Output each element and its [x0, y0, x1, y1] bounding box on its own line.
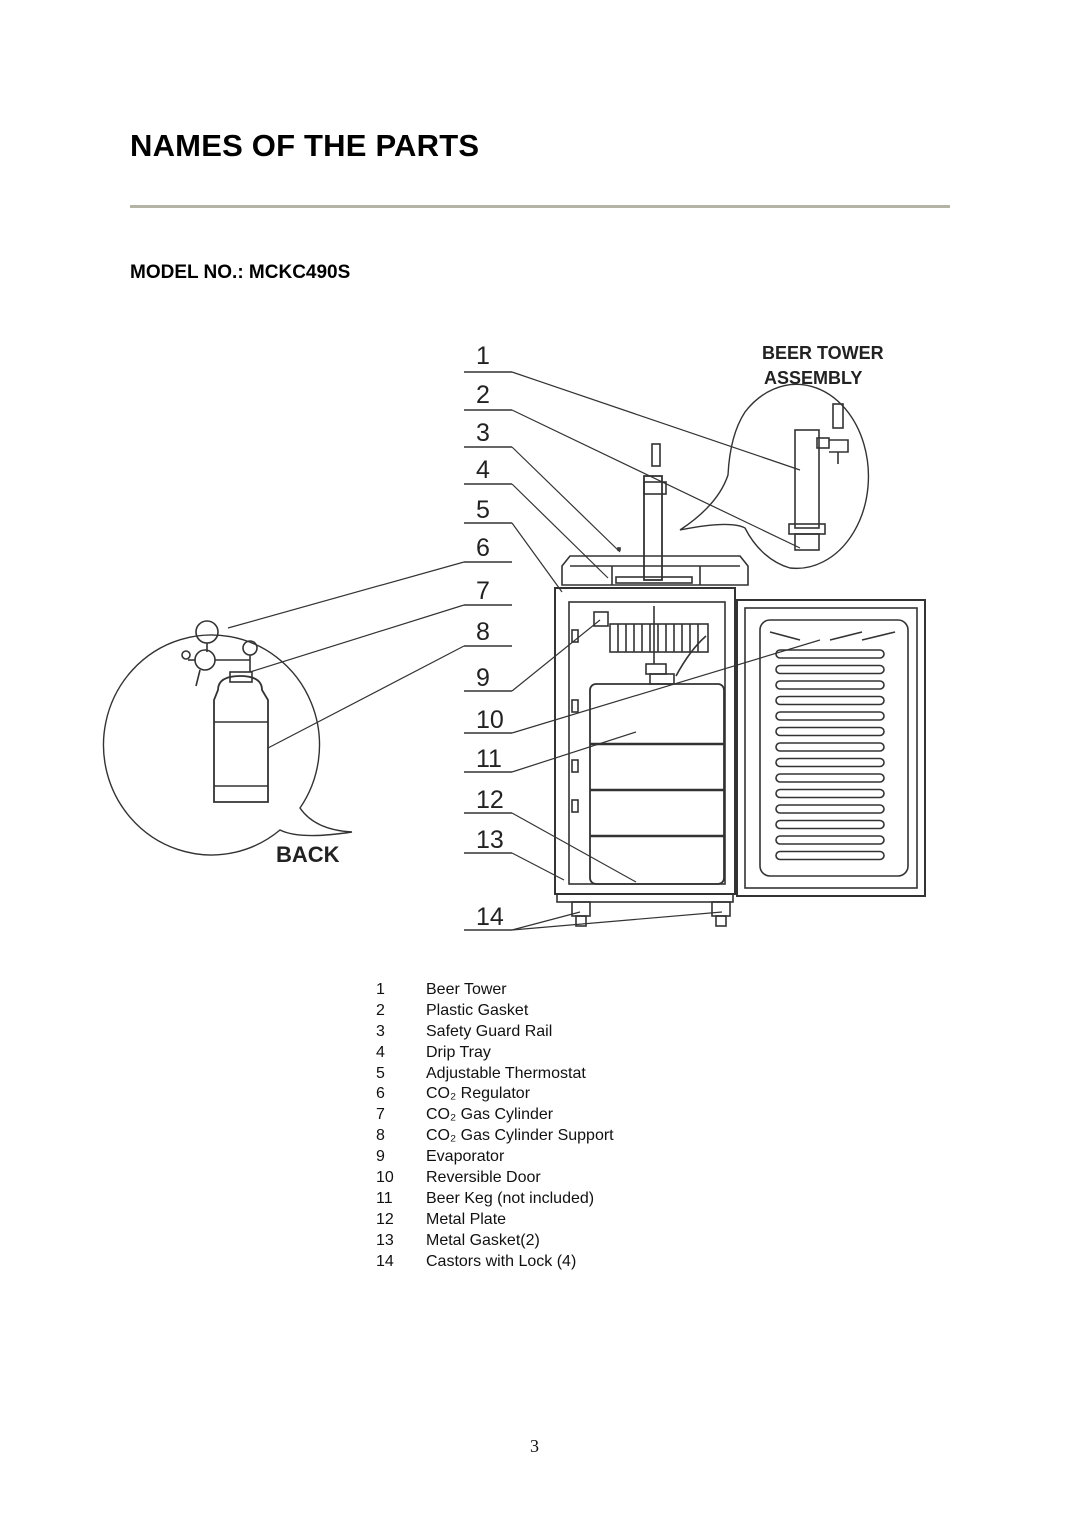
part-name: CO₂ Regulator: [426, 1085, 531, 1103]
part-number: 3: [476, 419, 490, 447]
parts-list-item: 10 Reversible Door: [376, 1168, 614, 1189]
beer-tower-callout-line1: BEER TOWER: [762, 343, 884, 363]
part-number: 13: [376, 1231, 394, 1249]
part-number: 12: [476, 786, 504, 814]
part-name: Adjustable Thermostat: [426, 1064, 586, 1082]
reversible-door: [736, 599, 926, 897]
part-number: 14: [376, 1252, 394, 1270]
part-name: Castors with Lock (4): [426, 1252, 577, 1270]
door-shelf-slot: [775, 850, 885, 861]
part-numbers: 1 2 3 4 5 6 7 8 9 10 11 12 13 14: [476, 342, 504, 931]
part-number: 9: [476, 664, 490, 692]
part-number: 11: [476, 745, 502, 773]
part-number: 6: [376, 1085, 385, 1103]
door-shelf-slot: [775, 726, 885, 737]
page-number: 3: [530, 1436, 539, 1456]
part-number: 4: [476, 456, 490, 484]
kegerator-cabinet: [554, 443, 749, 927]
door-shelf-slot: [775, 742, 885, 752]
part-name: Metal Plate: [426, 1210, 507, 1228]
part-name: CO₂ Gas Cylinder: [426, 1106, 554, 1124]
door-shelf-slot: [775, 695, 885, 706]
part-number: 1: [476, 342, 490, 370]
part-number: 1: [376, 981, 385, 998]
parts-list-item: 9 Evaporator: [376, 1147, 614, 1168]
page-title: NAMES OF THE PARTS: [130, 128, 480, 163]
number-underlines: [464, 371, 512, 931]
door-shelf-slot: [775, 664, 885, 675]
tower-callout-bubble: [679, 383, 870, 570]
part-number: 7: [476, 577, 490, 605]
part-number: 9: [376, 1148, 385, 1166]
parts-list-item: 5 Adjustable Thermostat: [376, 1064, 614, 1085]
part-number: 2: [376, 1001, 385, 1019]
door-shelf-slot: [775, 711, 885, 721]
part-number: 13: [476, 826, 504, 854]
parts-list-item: 4 Drip Tray: [376, 1043, 614, 1064]
part-number: 10: [476, 706, 504, 734]
part-name: Beer Tower: [426, 981, 507, 998]
part-number: 6: [476, 534, 490, 562]
back-callout-label: BACK: [276, 842, 340, 867]
part-name: Metal Gasket(2): [426, 1231, 540, 1249]
door-shelf-slot: [775, 804, 885, 814]
part-number: 5: [476, 496, 490, 524]
part-number: 5: [376, 1064, 385, 1082]
part-number: 12: [376, 1210, 394, 1228]
door-shelf-slot: [775, 773, 885, 783]
parts-list: 1 Beer Tower 2 Plastic Gasket 3 Safety Guar…: [376, 980, 614, 1272]
leader-lines: [227, 371, 821, 931]
part-name: Reversible Door: [426, 1169, 541, 1187]
parts-list-item: 8 CO₂ Gas Cylinder Support: [376, 1126, 614, 1147]
part-name: Beer Keg (not included): [426, 1189, 595, 1207]
parts-diagram: 1 2 3 4 5 6 7 8 9 10 11 12 13 14 BEER TO…: [102, 342, 926, 931]
beer-tower-callout-line2: ASSEMBLY: [764, 368, 862, 388]
part-number: 7: [376, 1106, 385, 1124]
parts-list-item: 13 Metal Gasket(2): [376, 1231, 614, 1252]
part-number: 4: [376, 1043, 385, 1061]
part-number: 8: [376, 1127, 385, 1145]
part-name: Safety Guard Rail: [426, 1022, 553, 1040]
door-shelf-slot: [775, 757, 885, 768]
parts-list-item: 7 CO₂ Gas Cylinder: [376, 1105, 614, 1126]
parts-list-item: 12 Metal Plate: [376, 1210, 614, 1231]
parts-list-item: 14 Castors with Lock (4): [376, 1252, 614, 1273]
door-shelf-slot: [775, 788, 885, 799]
door-shelf-slot: [775, 819, 885, 830]
part-number: 8: [476, 618, 490, 646]
parts-list-item: 2 Plastic Gasket: [376, 1001, 614, 1022]
part-number: 3: [376, 1022, 385, 1040]
door-shelf-slot: [775, 680, 885, 690]
door-shelf-slot: [775, 835, 885, 845]
parts-list-item: 1 Beer Tower: [376, 980, 614, 1001]
parts-list-item: 11 Beer Keg (not included): [376, 1189, 614, 1210]
parts-list-item: 6 CO₂ Regulator: [376, 1084, 614, 1105]
part-number: 2: [476, 381, 490, 409]
model-number: MODEL NO.: MCKC490S: [130, 262, 351, 283]
part-name: Plastic Gasket: [426, 1001, 529, 1019]
part-number: 10: [376, 1169, 394, 1187]
part-name: Drip Tray: [426, 1043, 491, 1061]
door-shelf-slot: [775, 649, 885, 659]
part-name: Evaporator: [426, 1148, 505, 1166]
part-name: CO₂ Gas Cylinder Support: [426, 1127, 614, 1145]
door-shelves: [775, 649, 885, 861]
parts-list-item: 3 Safety Guard Rail: [376, 1022, 614, 1043]
part-number: 11: [376, 1189, 393, 1207]
back-callout-bubble: [102, 620, 353, 856]
title-divider: [130, 205, 950, 208]
part-number: 14: [476, 903, 504, 931]
